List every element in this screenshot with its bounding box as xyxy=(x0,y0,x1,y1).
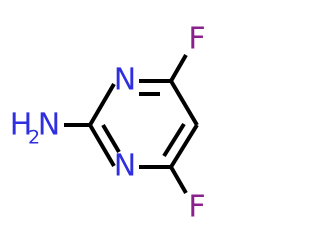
amine-h-label: H xyxy=(10,108,33,143)
bond-c6-c5-double-inner xyxy=(162,122,186,158)
amine-subscript-label: 2 xyxy=(28,127,40,149)
atom-n-top: N xyxy=(114,63,136,98)
bond-c2-to-n3 xyxy=(88,82,116,127)
amine-n-label: N xyxy=(38,108,60,143)
bond-c2-to-n1 xyxy=(88,123,116,168)
bonds xyxy=(64,54,199,194)
atom-labels: N N F F H 2 N xyxy=(10,22,206,225)
atom-n-bottom: N xyxy=(114,149,136,184)
molecule-diagram: N N F F H 2 N xyxy=(10,22,206,225)
atom-f-top: F xyxy=(188,22,205,57)
atom-f-bottom: F xyxy=(188,190,205,225)
bond-c2-n1-double-inner xyxy=(101,123,121,154)
bond-c6-to-f-bottom xyxy=(169,166,188,194)
bond-c4-to-c5 xyxy=(169,79,199,127)
bond-c6-to-c5 xyxy=(169,123,199,169)
bond-c4-to-f-top xyxy=(169,54,188,82)
